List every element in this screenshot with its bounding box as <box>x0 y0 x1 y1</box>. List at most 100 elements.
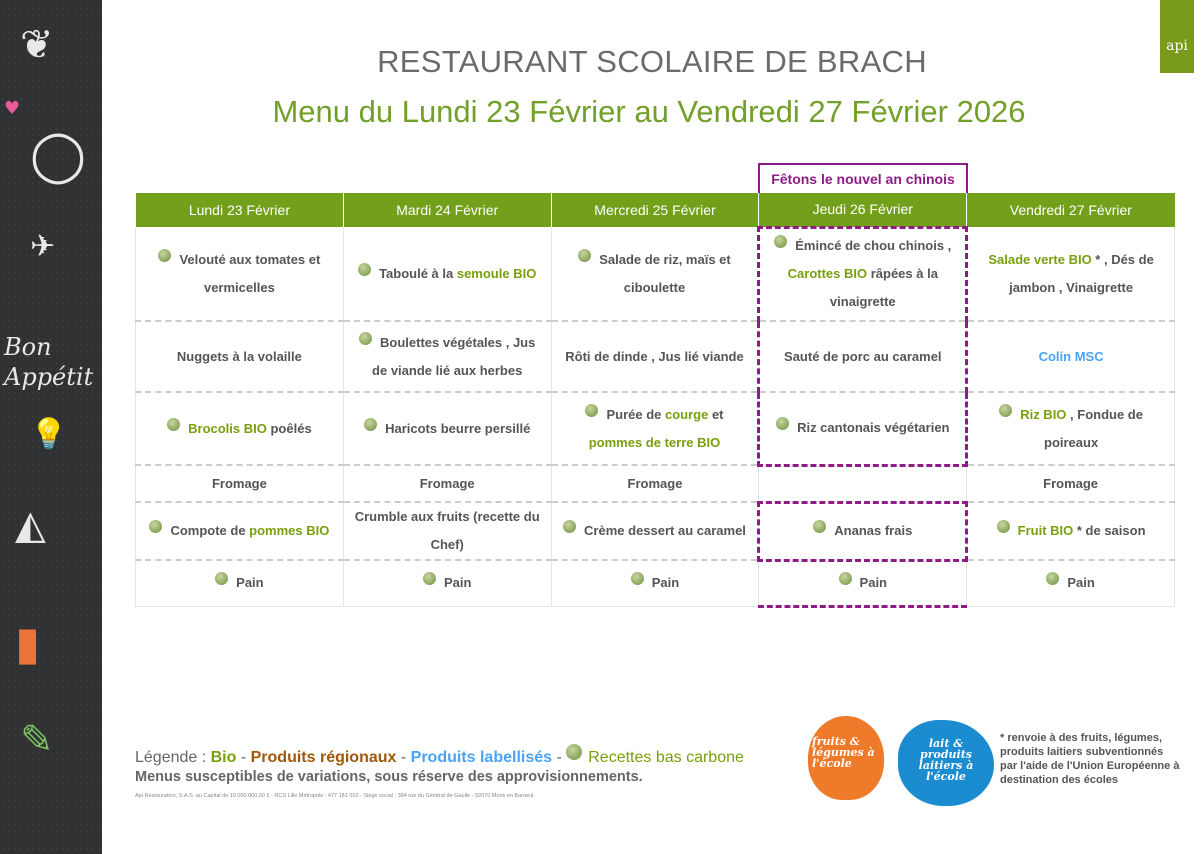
legend-bio: Bio <box>210 749 237 766</box>
menu-cell: Pain <box>966 560 1175 607</box>
day-header: Mardi 24 Février <box>342 193 552 227</box>
dish-text: Riz BIO <box>1020 406 1067 422</box>
dish-text: Riz cantonais végétarien <box>797 420 950 436</box>
legend-prefix: Légende : <box>135 749 211 766</box>
dish-text: Pain <box>443 575 472 591</box>
dish-text: Fromage <box>627 475 683 491</box>
menu-cell: Colin MSC <box>966 321 1175 393</box>
bon-appetit-text: Bon Appétit <box>4 333 94 391</box>
dish-text: Velouté aux tomates et vermicelles <box>179 251 321 295</box>
low-carbon-icon <box>422 572 436 586</box>
low-carbon-icon <box>215 572 229 586</box>
low-carbon-icon <box>838 572 852 585</box>
apple-icon: ◯ <box>30 126 86 184</box>
legal-text: Api Restauration, S.A.S. au Capital de 1… <box>135 793 535 799</box>
dish-text: Fromage <box>1043 475 1099 491</box>
legend-sep: - <box>236 749 251 766</box>
menu-cell: Émincé de chou chinois , Carottes BIO râ… <box>757 225 969 322</box>
dish-text: Nuggets à la volaille <box>176 348 302 364</box>
cake-icon: ◭ <box>15 502 46 548</box>
day-header: Mercredi 25 Février <box>550 193 759 227</box>
paper-plane-icon: ✈ <box>30 229 56 264</box>
dish-text: Sauté de porc au caramel <box>784 348 942 364</box>
legend-sep: - <box>552 749 567 766</box>
menu-title: Menu du Lundi 23 Février au Vendredi 27 … <box>272 94 1026 129</box>
dish-text: Pain <box>651 575 680 591</box>
dish-text: Salade verte BIO <box>988 251 1092 267</box>
menu-cell: Fromage <box>135 465 344 503</box>
dish-text: râpées à la vinaigrette <box>829 266 938 310</box>
dish-text: Haricots beurre persillé <box>385 420 531 436</box>
event-banner: Fêtons le nouvel an chinois <box>758 163 968 193</box>
menu-cell: Brocolis BIO poêlés <box>135 392 344 466</box>
day-header: Vendredi 27 Février <box>966 193 1175 227</box>
dish-text: Pain <box>1067 575 1095 591</box>
dish-text: , Fondue de poireaux <box>1044 406 1143 450</box>
menu-cell: Haricots beurre persillé <box>342 392 552 466</box>
restaurant-title: RESTAURANT SCOLAIRE DE BRACH <box>377 44 927 79</box>
menu-cell: Fromage <box>966 465 1175 503</box>
dish-text: * de saison <box>1073 523 1146 538</box>
legend-sep: - <box>396 749 411 766</box>
menu-cell: Pain <box>550 560 760 607</box>
low-carbon-icon <box>358 262 372 276</box>
drink-icon: ▮ <box>15 616 41 670</box>
dish-text: Pain <box>236 575 264 591</box>
dish-text: * , Dés de jambon , Vinaigrette <box>1009 251 1154 295</box>
menu-cell: Riz cantonais végétarien <box>757 392 969 467</box>
pencil-icon: ✎ <box>20 717 54 763</box>
api-logo: api <box>1160 0 1194 73</box>
low-carbon-icon <box>813 520 827 533</box>
lightbulb-icon: 💡 <box>30 417 68 452</box>
dish-text: pommes de terre BIO <box>588 434 721 450</box>
low-carbon-icon <box>364 417 378 431</box>
menu-cell: Crème dessert au caramel <box>550 502 760 561</box>
day-header: Jeudi 26 Février <box>758 193 967 227</box>
menu-cell: Taboulé à la semoule BIO <box>342 227 552 322</box>
low-carbon-icon <box>578 248 592 262</box>
menu-cell: Pain <box>758 560 968 608</box>
low-carbon-icon <box>774 235 788 249</box>
menu-cell: Rôti de dinde , Jus lié viande <box>550 321 760 393</box>
menu-cell: Fromage <box>550 465 760 503</box>
dish-text: Fromage <box>211 475 267 491</box>
menu-cell: Crumble aux fruits (recette du Chef) <box>342 502 552 561</box>
menu-row: Brocolis BIO poêlés Haricots beurre persi… <box>135 392 1175 467</box>
low-carbon-icon <box>776 417 790 431</box>
low-carbon-icon <box>996 520 1010 533</box>
low-carbon-icon <box>1046 572 1060 586</box>
dish-text: Ananas frais <box>834 523 913 538</box>
menu-row: Velouté aux tomates et vermicelles Taboul… <box>135 225 1175 322</box>
legend-carbon: Recettes bas carbone <box>588 749 744 766</box>
legend: Légende : Bio - Produits régionaux - Pro… <box>135 744 744 767</box>
low-carbon-icon <box>566 744 583 760</box>
dish-text: Boulettes végétales , Jus de viande lié … <box>372 334 536 378</box>
menu-cell: Sauté de porc au caramel <box>757 321 969 393</box>
menu-cell: Riz BIO , Fondue de poireaux <box>966 392 1175 466</box>
menu-cell: Pain <box>135 560 344 607</box>
menu-cell: Compote de pommes BIO <box>135 502 344 561</box>
dish-text: Carottes BIO <box>787 266 868 282</box>
menu-row: Nuggets à la volaille Boulettes végétales… <box>135 321 1175 393</box>
footnote: * renvoie à des fruits, légumes, produit… <box>1000 732 1180 786</box>
low-carbon-icon <box>359 331 373 345</box>
menu-row: Fromage Fromage Fromage Fromage <box>135 465 1175 503</box>
dish-text: Pain <box>859 575 888 590</box>
dish-text: Purée de <box>606 406 665 422</box>
low-carbon-icon <box>167 417 181 431</box>
low-carbon-icon <box>158 248 172 262</box>
low-carbon-icon <box>630 572 644 586</box>
menu-cell: Salade de riz, maïs et ciboulette <box>550 227 760 322</box>
menu-cell: Purée de courge et pommes de terre BIO <box>550 392 760 466</box>
menu-cell: Pain <box>342 560 552 607</box>
dish-text: Fromage <box>419 475 475 491</box>
dish-text: courge <box>665 406 709 422</box>
menu-cell: Fromage <box>342 465 552 503</box>
menu-cell: Salade verte BIO * , Dés de jambon , Vin… <box>966 227 1175 322</box>
beet-icon: ❦ <box>20 22 54 68</box>
menu-cell <box>758 465 968 503</box>
dish-text: Salade de riz, maïs et ciboulette <box>599 251 731 295</box>
low-carbon-icon <box>149 520 163 533</box>
